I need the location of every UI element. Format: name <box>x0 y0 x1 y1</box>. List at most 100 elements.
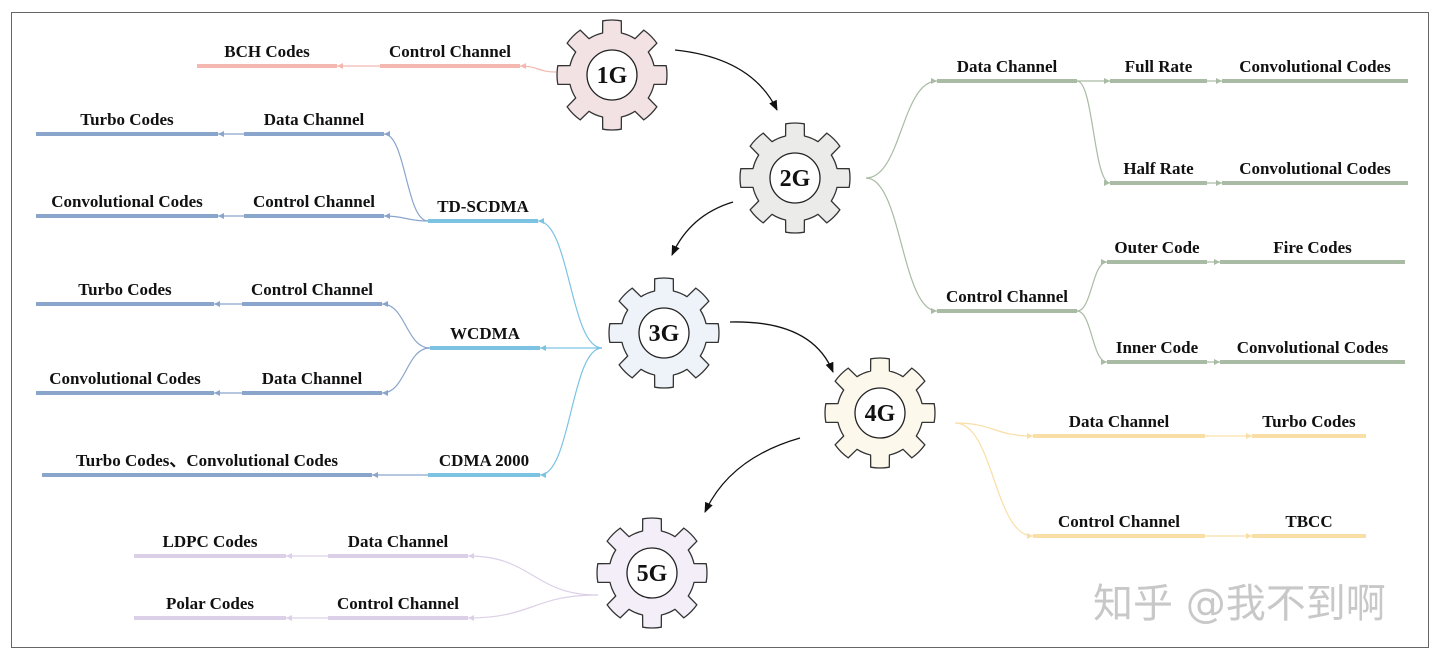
node-g3-td-control: Control Channel <box>244 192 384 218</box>
gear-hub <box>586 49 638 101</box>
node-label: Turbo Codes <box>80 110 174 129</box>
gear-4g: 4G <box>824 357 936 469</box>
connector <box>383 131 429 222</box>
node-label: Data Channel <box>957 57 1058 76</box>
node-g5-data-code: LDPC Codes <box>134 532 286 558</box>
gear-3g: 3G <box>608 277 720 389</box>
node-label: CDMA 2000 <box>439 451 529 470</box>
gear-hub <box>769 152 821 204</box>
node-label: Convolutional Codes <box>49 369 201 388</box>
node-label: Polar Codes <box>166 594 254 613</box>
node-label: Control Channel <box>337 594 459 613</box>
node-g2-half-rate: Half Rate <box>1110 159 1207 185</box>
connector <box>467 594 599 621</box>
node-label: Full Rate <box>1125 57 1193 76</box>
node-g4-data: Data Channel <box>1033 412 1205 438</box>
node-label: Data Channel <box>348 532 449 551</box>
connector <box>537 218 603 349</box>
node-label: Data Channel <box>264 110 365 129</box>
node-label: WCDMA <box>450 324 521 343</box>
node-label: Fire Codes <box>1273 238 1352 257</box>
node-g3-wc-data-code: Convolutional Codes <box>36 369 214 395</box>
node-label: Convolutional Codes <box>1239 159 1391 178</box>
node-g4-control: Control Channel <box>1033 512 1205 538</box>
node-g2-outer: Outer Code <box>1107 238 1207 264</box>
generation-arrow <box>704 437 801 513</box>
node-g5-data: Data Channel <box>328 532 468 558</box>
diagram-frame <box>11 12 1429 648</box>
gear-hub <box>638 307 690 359</box>
connector <box>383 213 429 222</box>
gear-hub <box>626 547 678 599</box>
gear-2g: 2G <box>739 122 851 234</box>
node-label: Turbo Codes <box>1262 412 1356 431</box>
node-g3-td-control-code: Convolutional Codes <box>36 192 218 218</box>
node-g5-control-code: Polar Codes <box>134 594 286 620</box>
node-label: Data Channel <box>1069 412 1170 431</box>
generation-arrow <box>674 49 778 111</box>
node-label: Convolutional Codes <box>1239 57 1391 76</box>
node-label: Turbo Codes <box>78 280 172 299</box>
node-label: Convolutional Codes <box>51 192 203 211</box>
generation-label: 2G <box>780 166 811 192</box>
node-g1-control-code: BCH Codes <box>197 42 337 68</box>
node-label: Control Channel <box>389 42 511 61</box>
node-g3-wc: WCDMA <box>430 324 540 350</box>
node-g3-wc-control: Control Channel <box>242 280 382 306</box>
node-g2-data: Data Channel <box>937 57 1077 83</box>
node-g3-td: TD-SCDMA <box>428 197 538 223</box>
node-label: Control Channel <box>1058 512 1180 531</box>
connector <box>954 422 1034 539</box>
node-label: Data Channel <box>262 369 363 388</box>
node-g4-control-code: TBCC <box>1252 512 1366 538</box>
node-label: Inner Code <box>1116 338 1199 357</box>
node-g2-full-rate: Full Rate <box>1110 57 1207 83</box>
generation-label: 1G <box>597 63 628 89</box>
node-label: Control Channel <box>251 280 373 299</box>
node-g3-wc-control-code: Turbo Codes <box>36 280 214 306</box>
generation-arrow <box>671 201 734 256</box>
gear-5g: 5G <box>596 517 708 629</box>
connector <box>519 63 557 73</box>
connector <box>1076 259 1108 312</box>
node-label: Turbo Codes、Convolutional Codes <box>76 451 338 470</box>
node-g2-outer-code: Fire Codes <box>1220 238 1405 264</box>
watermark: 知乎 @我不到啊 <box>1093 581 1386 627</box>
connector <box>1076 80 1111 186</box>
generation-label: 5G <box>637 561 668 587</box>
connector <box>954 422 1034 439</box>
connector <box>865 177 938 314</box>
node-g3-cdma-code: Turbo Codes、Convolutional Codes <box>42 451 372 477</box>
node-label: LDPC Codes <box>163 532 258 551</box>
node-g2-full-rate-code: Convolutional Codes <box>1222 57 1408 83</box>
connector <box>381 347 431 396</box>
node-label: Half Rate <box>1123 159 1194 178</box>
connector <box>467 553 599 596</box>
connector <box>865 78 938 179</box>
generation-label: 4G <box>865 401 896 427</box>
node-g1-control: Control Channel <box>380 42 520 68</box>
connector <box>539 347 603 478</box>
node-g3-td-data-code: Turbo Codes <box>36 110 218 136</box>
node-label: TBCC <box>1285 512 1332 531</box>
node-label: TD-SCDMA <box>437 197 529 216</box>
node-label: Control Channel <box>946 287 1068 306</box>
generation-label: 3G <box>649 321 680 347</box>
node-g2-inner-code: Convolutional Codes <box>1220 338 1405 364</box>
node-g4-data-code: Turbo Codes <box>1252 412 1366 438</box>
node-g5-control: Control Channel <box>328 594 468 620</box>
node-label: BCH Codes <box>224 42 310 61</box>
gear-1g: 1G <box>556 19 668 131</box>
gear-hub <box>854 387 906 439</box>
node-g2-half-rate-code: Convolutional Codes <box>1222 159 1408 185</box>
node-g2-inner: Inner Code <box>1107 338 1207 364</box>
node-g3-cdma: CDMA 2000 <box>428 451 540 477</box>
node-g2-control: Control Channel <box>937 287 1077 313</box>
node-label: Convolutional Codes <box>1237 338 1389 357</box>
generation-arrow <box>729 321 834 373</box>
connector <box>1076 310 1108 365</box>
node-g3-td-data: Data Channel <box>244 110 384 136</box>
node-label: Outer Code <box>1114 238 1200 257</box>
node-label: Control Channel <box>253 192 375 211</box>
